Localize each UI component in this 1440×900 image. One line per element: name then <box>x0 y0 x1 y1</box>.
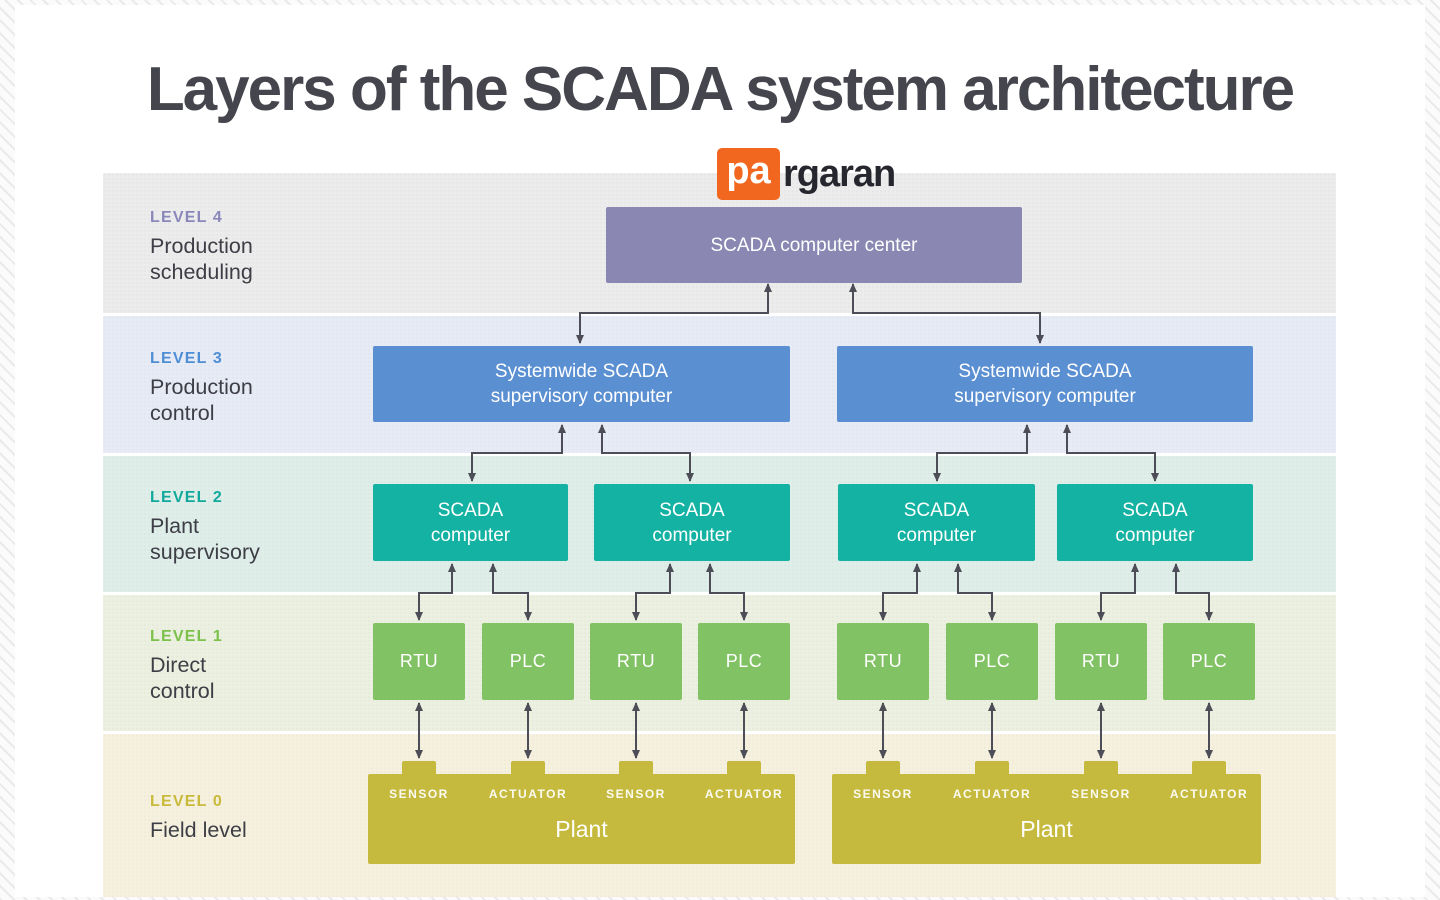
actuator-label: ACTUATOR <box>488 787 568 801</box>
level-4-tag: LEVEL 4 <box>150 209 224 226</box>
node-scada-computer-1: SCADA computer <box>373 484 568 561</box>
sensor-port <box>1084 761 1118 775</box>
sensor-port <box>619 761 653 775</box>
level-1-name: Direct control <box>150 653 215 703</box>
node-supervisory-computer-1: Systemwide SCADA supervisory computer <box>373 346 790 422</box>
page-title: Layers of the SCADA system architecture <box>146 55 1295 124</box>
node-rtu-4: RTU <box>1055 623 1147 700</box>
plant-label: Plant <box>555 816 608 842</box>
node-scada-computer-center: SCADA computer center <box>606 207 1022 283</box>
node-rtu-3: RTU <box>837 623 929 700</box>
node-rtu-1: RTU <box>373 623 465 700</box>
level-3-name: Production control <box>150 375 253 425</box>
actuator-port <box>727 761 761 775</box>
node-plc-3: PLC <box>946 623 1038 700</box>
node-supervisory-computer-2: Systemwide SCADA supervisory computer <box>837 346 1253 422</box>
plant-box-1: SENSOR ACTUATOR SENSOR ACTUATOR Plant <box>368 761 795 864</box>
actuator-port <box>511 761 545 775</box>
actuator-label: ACTUATOR <box>704 787 784 801</box>
level-3-label-block: LEVEL 3 Production control <box>150 350 253 426</box>
plant-label: Plant <box>1020 816 1073 842</box>
level-2-tag: LEVEL 2 <box>150 489 224 506</box>
sensor-label: SENSOR <box>1071 787 1131 801</box>
node-scada-computer-3: SCADA computer <box>838 484 1035 561</box>
level-2-label-block: LEVEL 2 Plant supervisory <box>150 489 260 565</box>
actuator-label: ACTUATOR <box>1169 787 1249 801</box>
level-4-label-block: LEVEL 4 Production scheduling <box>150 209 253 285</box>
sensor-label: SENSOR <box>853 787 913 801</box>
actuator-label: ACTUATOR <box>952 787 1032 801</box>
node-scada-computer-2: SCADA computer <box>594 484 790 561</box>
sensor-port <box>402 761 436 775</box>
sensor-port <box>866 761 900 775</box>
sensor-label: SENSOR <box>389 787 449 801</box>
level-1-label-block: LEVEL 1 Direct control <box>150 628 223 704</box>
plant-box-2: SENSOR ACTUATOR SENSOR ACTUATOR Plant <box>832 761 1261 864</box>
actuator-port <box>1192 761 1226 775</box>
node-plc-1: PLC <box>482 623 574 700</box>
node-scada-computer-4: SCADA computer <box>1057 484 1253 561</box>
node-plc-2: PLC <box>698 623 790 700</box>
level-1-tag: LEVEL 1 <box>150 628 224 645</box>
pargaran-logo: pa rgaran <box>717 148 896 200</box>
level-0-name: Field level <box>150 818 247 842</box>
logo-badge: pa <box>717 148 780 200</box>
level-4-name: Production scheduling <box>150 234 253 284</box>
logo-text: rgaran <box>783 152 896 195</box>
node-rtu-2: RTU <box>590 623 682 700</box>
node-plc-4: PLC <box>1163 623 1255 700</box>
level-3-tag: LEVEL 3 <box>150 350 224 367</box>
actuator-port <box>975 761 1009 775</box>
sensor-label: SENSOR <box>606 787 666 801</box>
level-0-label-block: LEVEL 0 Field level <box>150 793 247 843</box>
level-0-tag: LEVEL 0 <box>150 793 224 810</box>
level-2-name: Plant supervisory <box>150 514 260 564</box>
